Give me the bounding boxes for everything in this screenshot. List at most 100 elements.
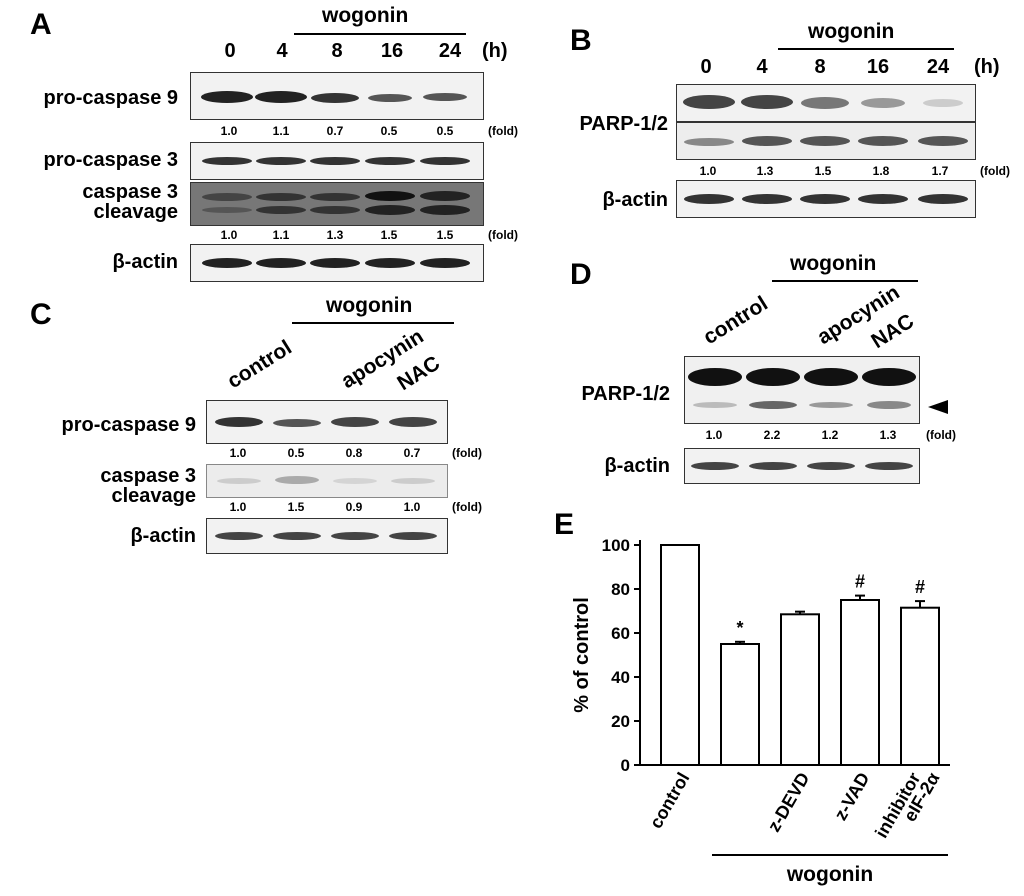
panel-c-label-casp3-2: cleavage (111, 485, 196, 507)
panel-d-letter: D (570, 258, 592, 291)
panel-d-label-parp: PARP-1/2 (581, 383, 670, 405)
panel-d-blot-parp (684, 356, 920, 424)
significance-mark: # (915, 577, 925, 597)
panel-d-wogonin-bar (772, 280, 918, 282)
panel-a-label-procasp3: pro-caspase 3 (43, 149, 178, 171)
panel-a-wogonin-label: wogonin (322, 4, 409, 27)
panel-a-fold1-2: 0.7 (326, 124, 344, 138)
panel-a-fold1-1: 1.1 (272, 124, 290, 138)
band-arrow-icon (928, 400, 948, 414)
panel-c-letter: C (30, 298, 52, 331)
y-tick-label: 20 (611, 712, 630, 731)
bar (840, 599, 880, 766)
panel-c-lane-control: control (223, 335, 296, 394)
panel-b-blot-parp-upper (676, 84, 976, 122)
panel-c-blot-actin (206, 518, 448, 554)
y-tick-label: 60 (611, 624, 630, 643)
panel-b-blot-actin (676, 180, 976, 218)
panel-d-fold-2: 1.2 (821, 428, 839, 442)
panel-a-fold2-4: 1.5 (436, 228, 454, 242)
panel-a-label-casp3-2: cleavage (93, 201, 178, 223)
panel-b-fold-2: 1.5 (814, 164, 832, 178)
panel-b-blot-parp-lower (676, 122, 976, 160)
panel-a-letter: A (30, 8, 52, 41)
panel-b-wogonin-label: wogonin (808, 20, 895, 43)
panel-d-fold-0: 1.0 (705, 428, 723, 442)
panel-d-blot-actin (684, 448, 920, 484)
panel-a-blot-procasp3 (190, 142, 484, 180)
panel-a-blot-actin (190, 244, 484, 282)
panel-b-fold-4: 1.7 (931, 164, 949, 178)
panel-c-fold1-2: 0.8 (345, 446, 363, 460)
panel-d-label-actin: β-actin (604, 455, 670, 477)
panel-c-wogonin-label: wogonin (326, 294, 413, 317)
panel-a-fold2-2: 1.3 (326, 228, 344, 242)
panel-c-fold1-1: 0.5 (287, 446, 305, 460)
panel-b-lane-8: 8 (814, 56, 826, 78)
bar (780, 613, 820, 766)
panel-b-fold-3: 1.8 (872, 164, 890, 178)
y-tick-label: 80 (611, 580, 630, 599)
y-tick-label: 100 (602, 536, 630, 555)
panel-b-fold-unit: (fold) (980, 164, 1010, 178)
panel-c-fold2-0: 1.0 (229, 500, 247, 514)
y-tick-label: 0 (621, 756, 630, 775)
panel-a-fold2-1: 1.1 (272, 228, 290, 242)
panel-b-label-parp: PARP-1/2 (579, 113, 668, 135)
panel-a-wogonin-bar (294, 33, 466, 35)
x-tick-label: z-DEVD (764, 769, 814, 835)
panel-b-label-actin: β-actin (602, 189, 668, 211)
panel-b-lane-0: 0 (700, 56, 712, 78)
panel-a-fold2-unit: (fold) (488, 228, 518, 242)
panel-c-fold2-1: 1.5 (287, 500, 305, 514)
panel-b-lane-4: 4 (756, 56, 768, 78)
panel-a-lane-4: 4 (276, 40, 288, 62)
panel-d-fold-3: 1.3 (879, 428, 897, 442)
panel-a-lane-8: 8 (331, 40, 343, 62)
panel-a-fold2-0: 1.0 (220, 228, 238, 242)
panel-b-wogonin-bar (778, 48, 954, 50)
x-tick-label: control (646, 769, 694, 832)
panel-c-fold1-3: 0.7 (403, 446, 421, 460)
panel-c-fold1-unit: (fold) (452, 446, 482, 460)
panel-b-lane-24: 24 (926, 56, 950, 78)
panel-c-wogonin-bar (292, 322, 454, 324)
y-tick-label: 40 (611, 668, 630, 687)
panel-a-label-casp3-1: caspase 3 (82, 181, 178, 203)
panel-b-fold-0: 1.0 (699, 164, 717, 178)
panel-b-unit: (h) (974, 56, 1000, 78)
panel-d-wogonin-label: wogonin (790, 252, 877, 275)
panel-c-label-casp3-1: caspase 3 (100, 465, 196, 487)
panel-b-letter: B (570, 24, 592, 57)
panel-a-fold1-0: 1.0 (220, 124, 238, 138)
wogonin-group-label: wogonin (786, 863, 873, 886)
panel-a-blot-casp3 (190, 182, 484, 226)
panel-a-lane-0: 0 (224, 40, 236, 62)
y-axis-label: % of control (571, 597, 593, 713)
panel-c-label-procasp9: pro-caspase 9 (61, 414, 196, 436)
panel-b-lane-16: 16 (866, 56, 890, 78)
bar (720, 643, 760, 766)
panel-d-lane-control: control (699, 291, 772, 350)
bar (660, 544, 700, 766)
panel-c-fold2-3: 1.0 (403, 500, 421, 514)
panel-c-blot-casp3 (206, 464, 448, 498)
panel-c-fold2-2: 0.9 (345, 500, 363, 514)
panel-a-unit: (h) (482, 40, 508, 62)
significance-mark: # (855, 572, 865, 592)
panel-b-fold-1: 1.3 (756, 164, 774, 178)
bar (900, 606, 940, 766)
panel-a-label-actin: β-actin (112, 251, 178, 273)
panel-c-fold2-unit: (fold) (452, 500, 482, 514)
panel-d-fold-1: 2.2 (763, 428, 781, 442)
x-tick-label: z-VAD (830, 769, 873, 824)
panel-d-fold-unit: (fold) (926, 428, 956, 442)
panel-a-lane-24: 24 (438, 40, 462, 62)
panel-a-lane-16: 16 (380, 40, 404, 62)
panel-a-fold2-3: 1.5 (380, 228, 398, 242)
panel-c-fold1-0: 1.0 (229, 446, 247, 460)
panel-c-blot-procasp9 (206, 400, 448, 444)
panel-a-fold1-unit: (fold) (488, 124, 518, 138)
panel-a-fold1-4: 0.5 (436, 124, 454, 138)
